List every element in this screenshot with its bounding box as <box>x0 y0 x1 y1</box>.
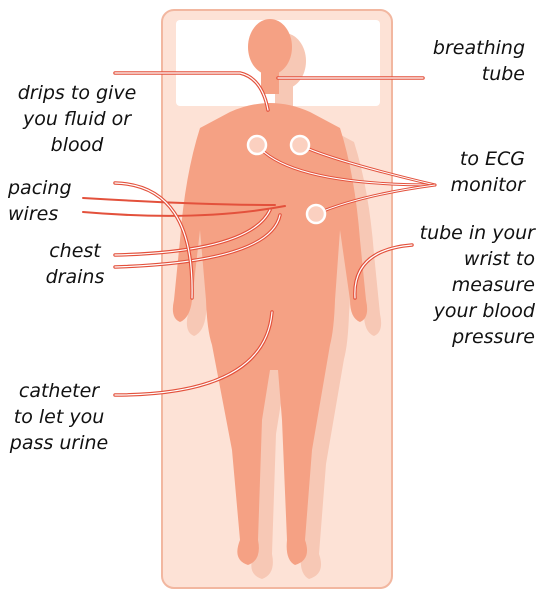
label-line: catheter <box>6 378 112 404</box>
label-line: wrist to <box>410 246 535 272</box>
label-line: drips to give <box>8 80 146 106</box>
ecg-pad-lower <box>307 205 325 223</box>
head <box>248 19 292 75</box>
label-line: tube <box>420 61 525 87</box>
label-wrist-tube: tube in your wrist to measure your blood… <box>410 220 535 350</box>
label-line: pressure <box>410 324 535 350</box>
label-line: chest <box>40 238 110 264</box>
label-line: pacing <box>8 175 88 201</box>
label-line: monitor <box>425 172 525 198</box>
label-line: tube in your <box>410 220 535 246</box>
label-line: wires <box>8 201 88 227</box>
neck <box>261 70 279 94</box>
label-ecg-monitor: to ECG monitor <box>425 146 525 198</box>
label-line: to ECG <box>425 146 525 172</box>
label-catheter: catheter to let you pass urine <box>6 378 112 456</box>
label-line: breathing <box>420 35 525 61</box>
label-line: your blood <box>410 298 535 324</box>
label-line: measure <box>410 272 535 298</box>
label-line: blood <box>8 132 146 158</box>
label-line: drains <box>40 264 110 290</box>
label-pacing: pacing wires <box>8 175 88 227</box>
label-line: you fluid or <box>8 106 146 132</box>
label-breathing-tube: breathing tube <box>420 35 525 87</box>
ecg-pad-right <box>291 136 309 154</box>
ecg-pad-left <box>248 136 266 154</box>
label-drips: drips to give you fluid or blood <box>8 80 146 158</box>
label-line: to let you <box>6 404 112 430</box>
label-line: pass urine <box>6 430 112 456</box>
label-chest-drains: chest drains <box>40 238 110 290</box>
